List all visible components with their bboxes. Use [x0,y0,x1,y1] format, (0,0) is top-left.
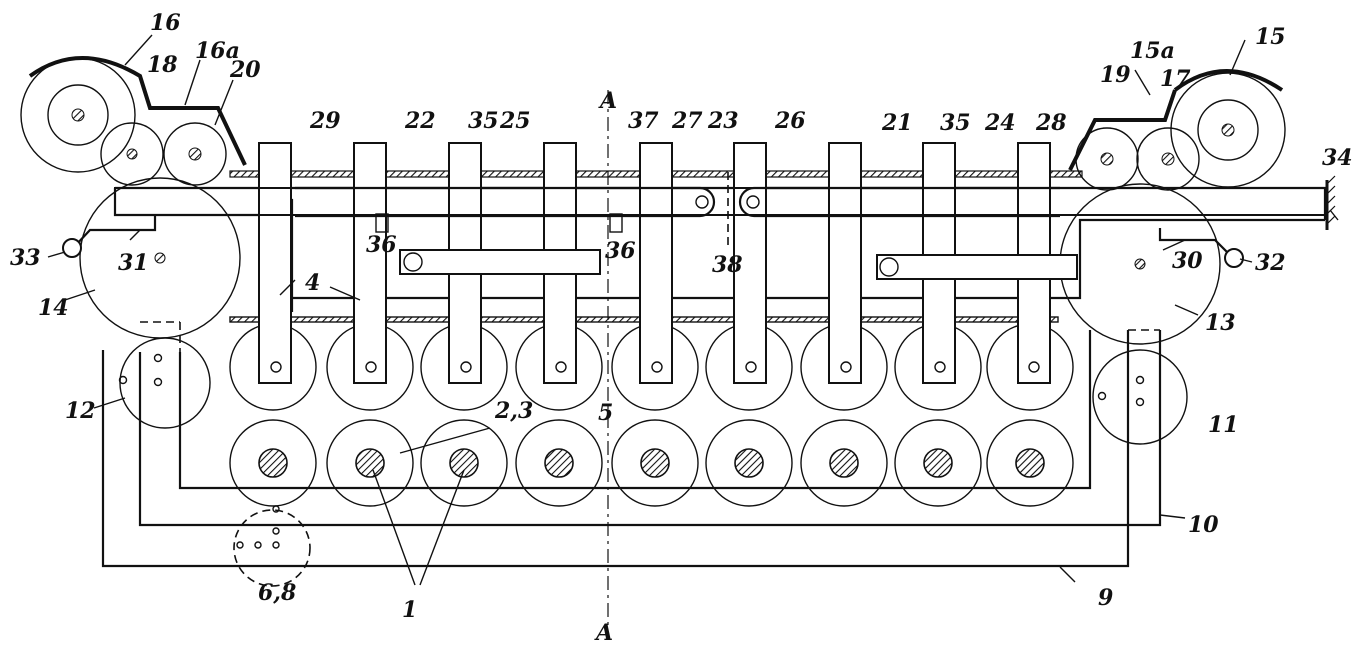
gear-12-hole [153,353,163,363]
label-33: 33 [10,245,41,271]
label-a-bottom: A [594,620,613,646]
label-28: 28 [1035,110,1067,136]
arm-pins [270,361,1040,373]
label-6-8: 6,8 [258,580,296,606]
roll-16-hub [71,108,85,122]
roll-15-hub [1221,123,1235,137]
label-27: 27 [671,108,703,134]
label-32: 32 [1255,250,1286,276]
roll-18 [100,122,164,186]
label-14: 14 [38,295,69,321]
label-2-3: 2,3 [494,398,533,424]
label-35-right: 35 [940,110,971,136]
label-20: 20 [229,57,261,83]
roll-15-inner [1197,99,1259,161]
frame-10-inner [178,330,1092,490]
label-1: 1 [402,597,417,623]
slide-pin-22 [403,252,423,272]
block-36-left [375,213,389,233]
label-15a: 15a [1130,38,1175,64]
cover-16a [28,56,247,166]
label-15: 15 [1255,24,1286,50]
gear-12-hole [153,377,163,387]
label-30: 30 [1172,248,1203,274]
gear-11-hole [1097,391,1107,401]
label-10: 10 [1188,512,1219,538]
roll-20-hub [188,147,202,161]
wheel-14 [79,177,241,339]
label-24: 24 [984,110,1016,136]
label-23: 23 [707,108,739,134]
gear-11-hole [1135,375,1145,385]
slide-pin-21 [879,257,899,277]
gear-6-8-hole [272,541,280,549]
pivot-32 [1224,248,1244,268]
gear-6-8-hole [272,505,280,513]
wheel-13-hub [1134,258,1146,270]
roll-20 [163,122,227,186]
roll-18-hub [126,148,138,160]
slide-bar-24 [876,254,1078,280]
push-rod-27 [295,186,716,218]
label-37: 37 [628,108,659,134]
pin-27 [695,195,709,209]
gear-12-hole [118,375,128,385]
label-5: 5 [598,400,613,426]
frame-dashed-inner [140,321,1160,352]
label-16: 16 [150,10,181,36]
label-4: 4 [305,270,320,296]
label-21: 21 [881,110,913,136]
slide-bar-25 [399,249,601,275]
gear-11 [1092,349,1188,445]
label-17: 17 [1160,66,1191,92]
roll-19-hub [1100,152,1114,166]
leader-lines [47,34,1339,586]
lever-31 [74,215,157,247]
roll-16-inner [47,84,109,146]
gear-12 [119,337,211,429]
label-34: 34 [1322,145,1353,171]
roll-17-hub [1161,152,1175,166]
label-19: 19 [1100,62,1131,88]
wall-hatch [1326,175,1336,225]
top-bar-overlay [114,187,1326,216]
frame-10 [138,330,1162,527]
label-36-left: 36 [366,232,397,258]
label-26: 26 [774,108,806,134]
gear-11-hole [1135,397,1145,407]
frame-9 [101,330,1130,568]
gear-6-8-hole [254,541,262,549]
label-12: 12 [65,398,96,424]
gear-6-8 [233,509,311,587]
label-16a: 16a [195,38,240,64]
roll-19 [1075,127,1139,191]
label-a-top: A [598,88,617,114]
gear-6-8-hole [272,527,280,535]
pin-26 [746,195,760,209]
wheel-14-hub [154,252,166,264]
label-13: 13 [1205,310,1236,336]
push-rod-26 [738,186,1060,218]
label-36-right: 36 [605,238,636,264]
label-22: 22 [404,108,436,134]
block-36-right [609,213,623,233]
label-38: 38 [712,252,743,278]
label-35-left: 35 [468,108,499,134]
label-25: 25 [499,108,531,134]
label-29: 29 [309,108,341,134]
pivot-33 [62,238,82,258]
gear-6-8-hole [236,541,244,549]
label-11: 11 [1208,412,1239,438]
lever-30 [1158,228,1231,256]
label-18: 18 [147,52,178,78]
label-9: 9 [1098,585,1113,611]
lower-rollers [229,419,1074,507]
label-31: 31 [118,250,149,276]
cover-15a [1068,69,1284,171]
roll-17 [1136,127,1200,191]
